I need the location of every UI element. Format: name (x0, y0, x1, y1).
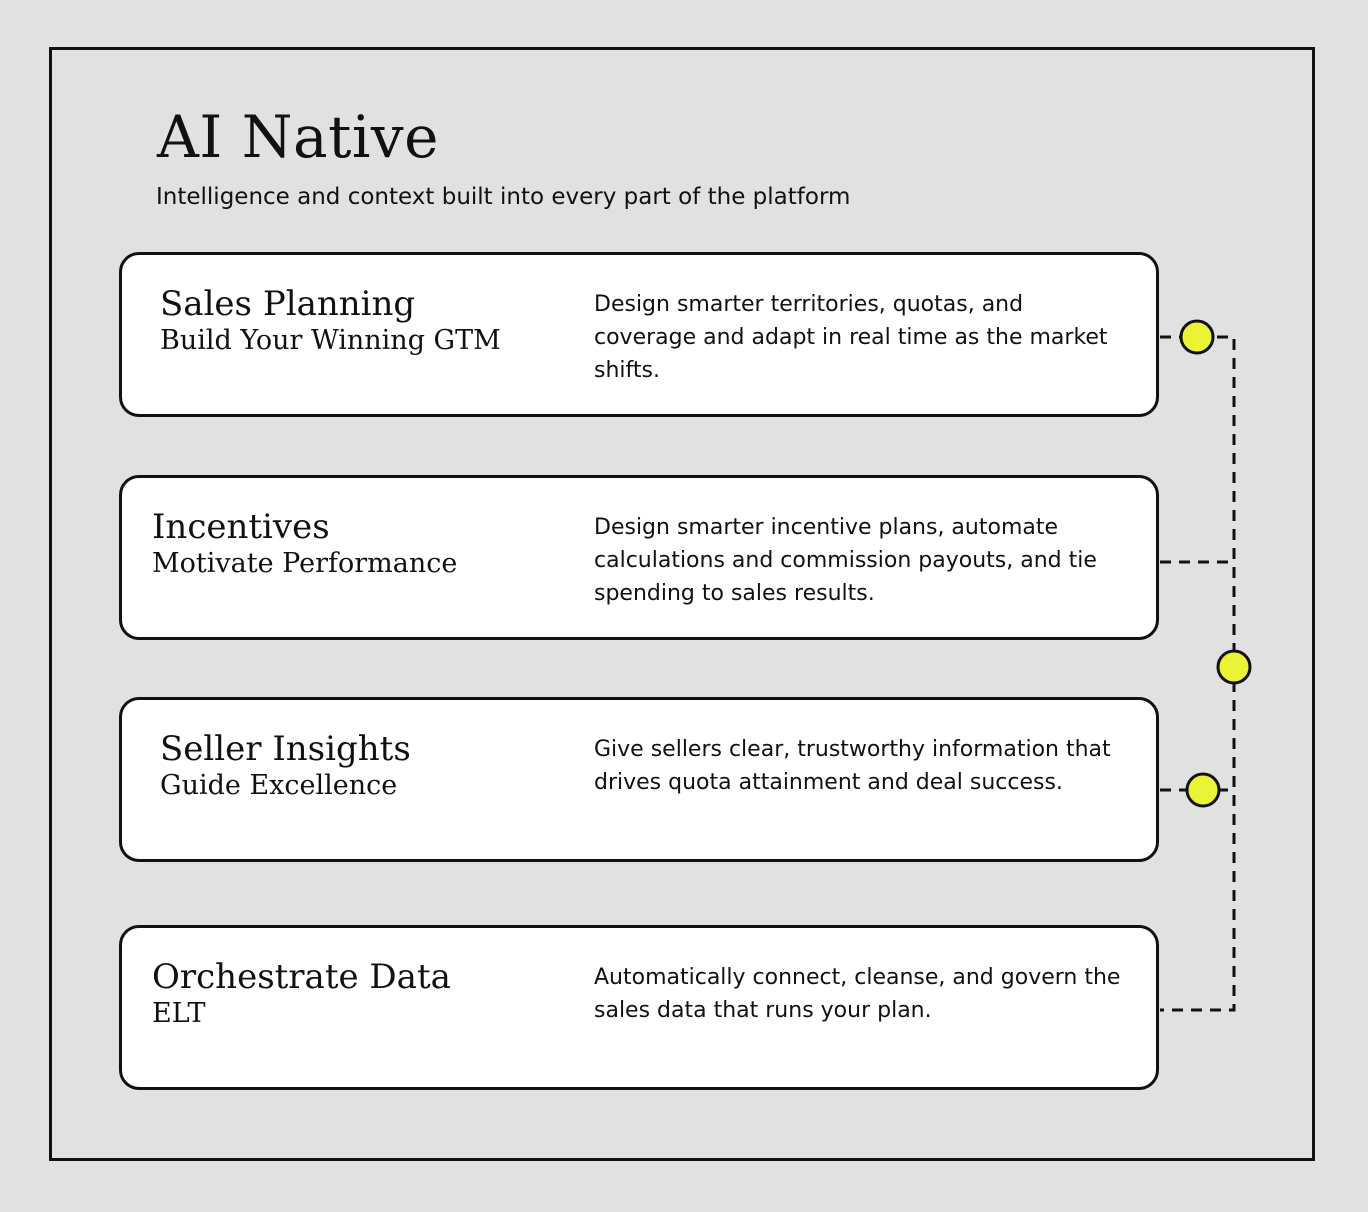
card-tagline: Build Your Winning GTM (160, 325, 501, 356)
card-seller-insights: Seller Insights Guide Excellence Give se… (119, 697, 1159, 862)
card-sales-planning: Sales Planning Build Your Winning GTM De… (119, 252, 1159, 417)
card-tagline: ELT (152, 998, 206, 1029)
card-name: Seller Insights (160, 729, 411, 769)
card-description: Design smarter incentive plans, automate… (594, 515, 1097, 606)
card-description: Design smarter territories, quotas, and … (594, 292, 1108, 383)
diagram-frame (49, 47, 1315, 1161)
page-subtitle: Intelligence and context built into ever… (156, 184, 851, 210)
card-name: Sales Planning (160, 284, 416, 324)
card-heading: Orchestrate Data ELT (152, 956, 451, 1030)
card-heading: Incentives Motivate Performance (152, 506, 457, 580)
card-heading: Seller Insights Guide Excellence (160, 728, 411, 802)
card-tagline: Motivate Performance (152, 548, 458, 579)
card-orchestrate-data: Orchestrate Data ELT Automatically conne… (119, 925, 1159, 1090)
card-heading: Sales Planning Build Your Winning GTM (160, 283, 501, 357)
card-name: Orchestrate Data (152, 957, 451, 997)
card-description: Give sellers clear, trustworthy informat… (594, 737, 1111, 795)
card-incentives: Incentives Motivate Performance Design s… (119, 475, 1159, 640)
card-name: Incentives (152, 507, 330, 547)
card-description: Automatically connect, cleanse, and gove… (594, 965, 1121, 1023)
card-tagline: Guide Excellence (160, 770, 398, 801)
page-title: AI Native (157, 103, 440, 171)
